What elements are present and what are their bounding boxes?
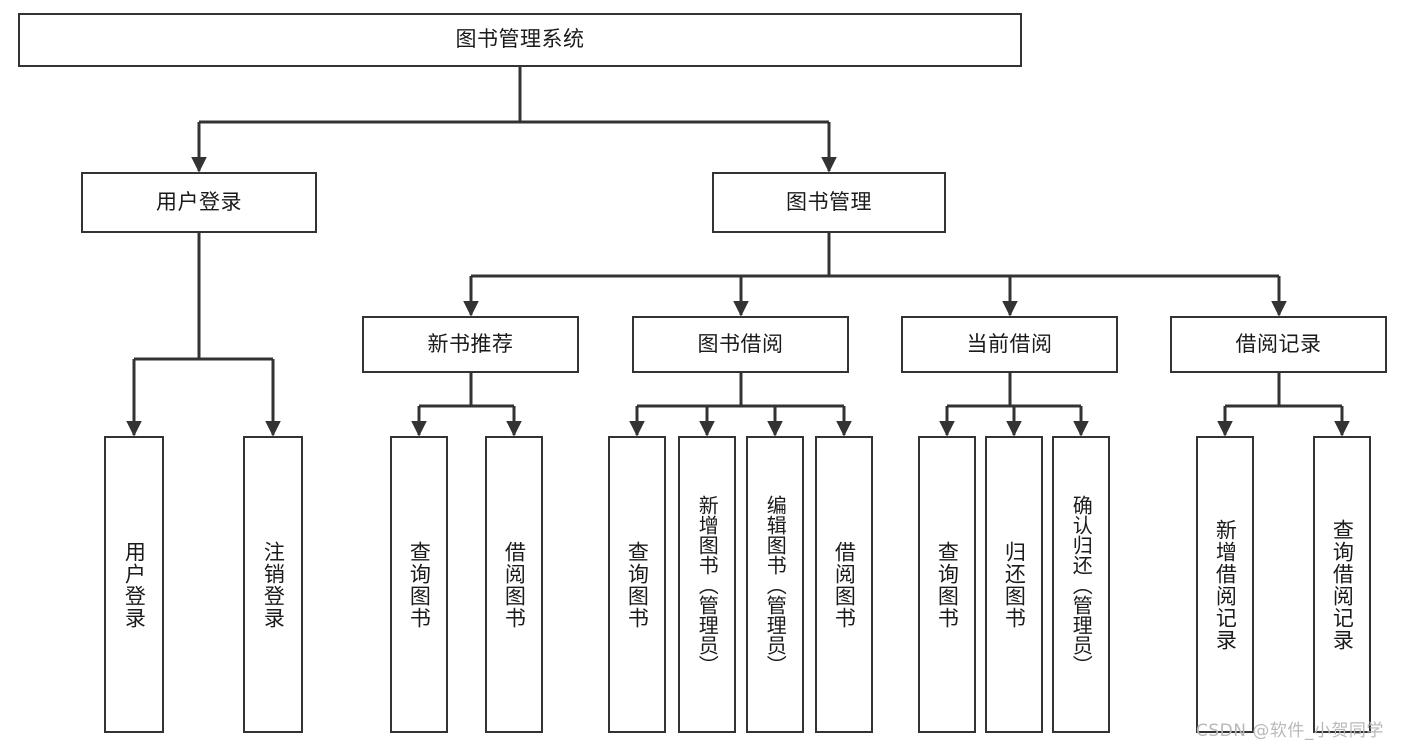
node-new-book-recommend-label: 新书推荐	[427, 331, 514, 356]
leaf-query-book-1[interactable]: 查询图书	[390, 436, 448, 733]
leaf-confirm-return[interactable]: 确认归还（管理员）	[1052, 436, 1110, 733]
node-user-login[interactable]: 用户登录	[81, 172, 317, 233]
node-book-borrow[interactable]: 图书借阅	[632, 316, 849, 373]
leaf-borrow-book-2-label: 借阅图书	[832, 540, 857, 629]
leaf-query-borrow-record-label: 查询借阅记录	[1330, 518, 1355, 651]
leaf-return-book[interactable]: 归还图书	[985, 436, 1043, 733]
node-root[interactable]: 图书管理系统	[18, 13, 1022, 67]
leaf-add-borrow-record-label: 新增借阅记录	[1213, 518, 1238, 651]
leaf-logout-label: 注销登录	[261, 540, 286, 629]
leaf-user-login[interactable]: 用户登录	[104, 436, 164, 733]
leaf-query-book-1-label: 查询图书	[407, 540, 432, 629]
leaf-borrow-book-2[interactable]: 借阅图书	[815, 436, 873, 733]
node-current-borrow-label: 当前借阅	[966, 331, 1053, 356]
node-borrow-record[interactable]: 借阅记录	[1170, 316, 1387, 373]
leaf-edit-book[interactable]: 编辑图书（管理员）	[746, 436, 804, 733]
leaf-query-book-3-label: 查询图书	[935, 540, 960, 629]
leaf-edit-book-label: 编辑图书（管理员）	[763, 494, 788, 675]
node-user-login-label: 用户登录	[156, 189, 242, 214]
leaf-confirm-return-label: 确认归还（管理员）	[1069, 494, 1094, 675]
leaf-query-book-3[interactable]: 查询图书	[918, 436, 976, 733]
node-new-book-recommend[interactable]: 新书推荐	[362, 316, 579, 373]
leaf-add-borrow-record[interactable]: 新增借阅记录	[1196, 436, 1254, 733]
leaf-user-login-label: 用户登录	[122, 540, 147, 629]
leaf-add-book-label: 新增图书（管理员）	[695, 494, 720, 675]
leaf-borrow-book-1[interactable]: 借阅图书	[485, 436, 543, 733]
leaf-query-book-2[interactable]: 查询图书	[608, 436, 666, 733]
node-book-manage-label: 图书管理	[786, 189, 872, 214]
leaf-query-borrow-record[interactable]: 查询借阅记录	[1313, 436, 1371, 733]
watermark: CSDN @软件_小贺同学	[1196, 721, 1384, 741]
leaf-borrow-book-1-label: 借阅图书	[502, 540, 527, 629]
node-root-label: 图书管理系统	[455, 27, 585, 52]
node-book-borrow-label: 图书借阅	[697, 331, 784, 356]
leaf-add-book[interactable]: 新增图书（管理员）	[678, 436, 736, 733]
node-book-manage[interactable]: 图书管理	[712, 172, 946, 233]
leaf-return-book-label: 归还图书	[1002, 540, 1027, 629]
leaf-logout[interactable]: 注销登录	[243, 436, 303, 733]
leaf-query-book-2-label: 查询图书	[625, 540, 650, 629]
node-current-borrow[interactable]: 当前借阅	[901, 316, 1118, 373]
node-borrow-record-label: 借阅记录	[1235, 331, 1322, 356]
